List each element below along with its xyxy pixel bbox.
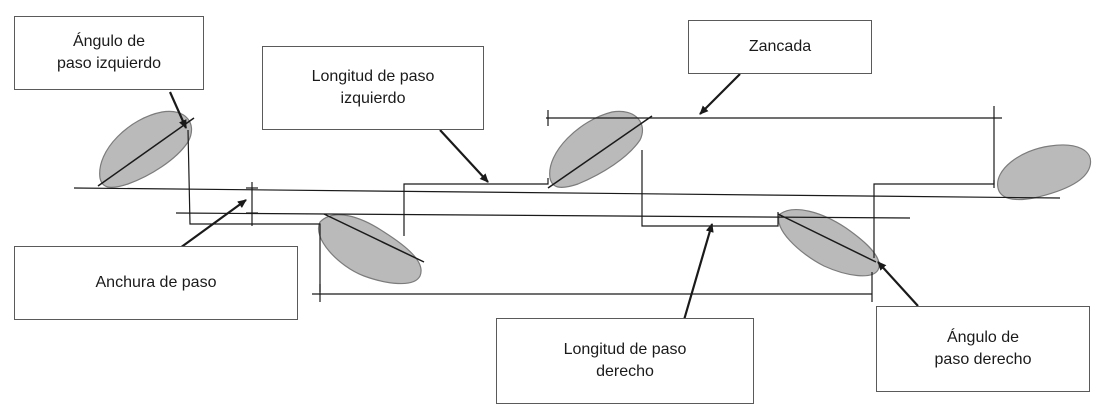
leader-arrows — [168, 73, 919, 321]
stride-dimension — [546, 106, 1002, 188]
label-right-step-length: Longitud de paso derecho — [496, 318, 754, 404]
arrow-right-step-angle — [877, 261, 919, 307]
arrow-stride — [699, 73, 741, 115]
arrow-step-width — [179, 199, 247, 249]
footprint-right-2 — [777, 209, 880, 277]
footprint-left-3 — [997, 144, 1092, 201]
arrow-left-step-length — [439, 129, 489, 183]
label-left-step-angle: Ángulo de paso izquierdo — [14, 16, 204, 90]
label-left-step-length: Longitud de paso izquierdo — [262, 46, 484, 130]
footprint-left-2 — [547, 110, 653, 189]
arrow-right-step-length — [682, 223, 714, 321]
right-step-dimension — [312, 272, 873, 302]
label-stride: Zancada — [688, 20, 872, 74]
progression-lines — [73, 187, 1061, 219]
step-width-marker — [246, 182, 258, 226]
label-right-step-angle: Ángulo de paso derecho — [876, 306, 1090, 392]
arrow-left-step-angle — [168, 91, 188, 129]
footprint-right-1 — [317, 213, 425, 285]
label-step-width: Anchura de paso — [14, 246, 298, 320]
footprint-left-1 — [97, 110, 195, 188]
